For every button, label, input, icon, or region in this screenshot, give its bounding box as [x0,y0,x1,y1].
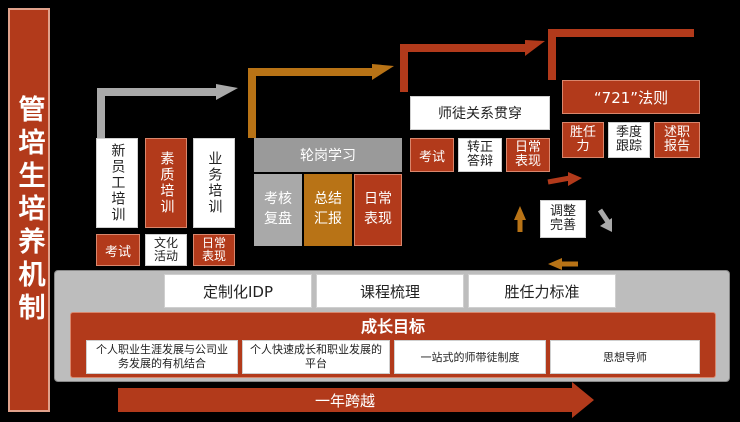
goal-item-2: 个人快速成长和职业发展的平台 [242,340,390,374]
timeline-arrow-shape [118,382,594,418]
stage1-item-3: 业务培训 [193,138,235,228]
cycle-label: 调整完善 [540,200,586,238]
goal-item-1-label: 个人职业生涯发展与公司业务发展的有机结合 [96,343,228,370]
base-top-2-label: 课程梳理 [359,282,420,301]
stage1-item-3-label: 业务培训 [206,151,223,215]
cycle-arrow-down [597,208,611,224]
stage2-title: 轮岗学习 [254,138,402,172]
base-top-1-label: 定制化IDP [202,282,274,301]
stage3-item-2-label: 转正答辩 [466,139,493,169]
stage1-item-2-label: 素质培训 [158,151,175,215]
cycle-arrow-right [547,175,571,185]
growth-goal-title: 成长目标 [70,314,716,336]
stage2-item-1-label: 考核复盘 [264,191,292,227]
step-connector-red-1 [400,44,525,92]
stage3-item-3: 日常表现 [506,138,550,172]
step-arrow-gold [372,64,394,80]
stage4-item-3-label: 述职报告 [663,124,690,154]
stage1-bottom-1-label: 考试 [104,244,131,260]
stage1-bottom-1: 考试 [96,234,140,266]
cycle-arrow-down-head [600,218,612,232]
step-arrow-gray [216,84,238,100]
cycle-arrow-left-head [548,258,562,270]
stage1-item-2: 素质培训 [145,138,187,228]
step-connector-red-2 [548,29,694,80]
stage2-title-text: 轮岗学习 [300,148,356,164]
goal-item-4-label: 思想导师 [603,351,647,364]
stage1-item-1: 新员工培训 [96,138,138,228]
stage3-item-2: 转正答辩 [458,138,502,172]
stage2-item-1: 考核复盘 [254,174,302,246]
cycle-label-text: 调整完善 [549,203,576,233]
stage3-title: 师徒关系贯穿 [410,96,550,130]
stage1-item-1-label: 新员工培训 [109,143,126,223]
stage2-item-3-label: 日常表现 [364,191,392,227]
stage1-bottom-2-label: 文化活动 [153,235,178,263]
stage4-item-2: 季度跟踪 [608,122,650,158]
stage4-item-2-label: 季度跟踪 [615,124,642,154]
stage4-title: “721”法则 [562,80,700,114]
stage2-item-2: 总结汇报 [304,174,352,246]
stage4-item-3: 述职报告 [654,122,700,158]
stage3-item-1: 考试 [410,138,454,172]
stage1-bottom-3: 日常表现 [193,234,235,266]
stage1-bottom-2: 文化活动 [145,234,187,266]
base-top-1: 定制化IDP [164,274,312,308]
step-arrow-red-1 [525,40,545,56]
stage4-item-1-label: 胜任力 [569,124,596,154]
stage3-item-1-label: 考试 [418,149,445,165]
step-connector-gold [248,68,372,138]
base-top-3-label: 胜任力标准 [504,282,580,301]
goal-item-3: 一站式的师带徒制度 [394,340,546,374]
stage4-item-1: 胜任力 [562,122,604,158]
stage2-item-2-label: 总结汇报 [314,191,342,227]
goal-item-2-label: 个人快速成长和职业发展的平台 [250,343,382,370]
goal-item-4: 思想导师 [550,340,700,374]
goal-item-3-label: 一站式的师带徒制度 [420,351,520,364]
goal-item-1: 个人职业生涯发展与公司业务发展的有机结合 [86,340,238,374]
cycle-arrow-up-head [514,206,526,220]
stage3-item-3-label: 日常表现 [514,139,541,169]
stage1-bottom-3-label: 日常表现 [201,235,226,263]
base-top-2: 课程梳理 [316,274,464,308]
page-title: 管培生培养机制 [13,94,45,326]
stage3-title-text: 师徒关系贯穿 [438,106,522,122]
timeline-label: 一年跨越 [118,388,572,412]
cycle-arrow-right-head [568,172,582,186]
stage4-title-text: “721”法则 [593,88,669,107]
title-bar: 管培生培养机制 [8,8,50,412]
stage2-item-3: 日常表现 [354,174,402,246]
growth-goal-title-text: 成长目标 [360,317,425,336]
timeline-label-text: 一年跨越 [314,391,375,410]
step-connector-gray [97,88,216,140]
base-top-3: 胜任力标准 [468,274,616,308]
